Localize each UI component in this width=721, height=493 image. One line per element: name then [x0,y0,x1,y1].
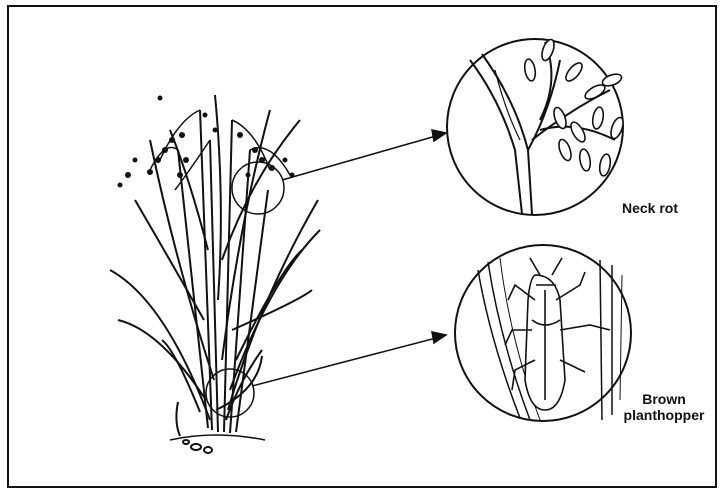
rice-panicles [118,96,295,188]
neck-rot-label: Neck rot [622,200,678,216]
neck-rot-detail [447,38,625,215]
neck-zoom-marker [232,162,284,214]
brown-planthopper-label-line1: Brown [614,391,714,407]
brown-planthopper-detail [455,245,631,421]
brown-planthopper-label: Brown planthopper [614,391,714,423]
rice-plant [110,95,320,453]
brown-planthopper-label-line2: planthopper [614,407,714,423]
pointer-arrows [252,130,446,386]
